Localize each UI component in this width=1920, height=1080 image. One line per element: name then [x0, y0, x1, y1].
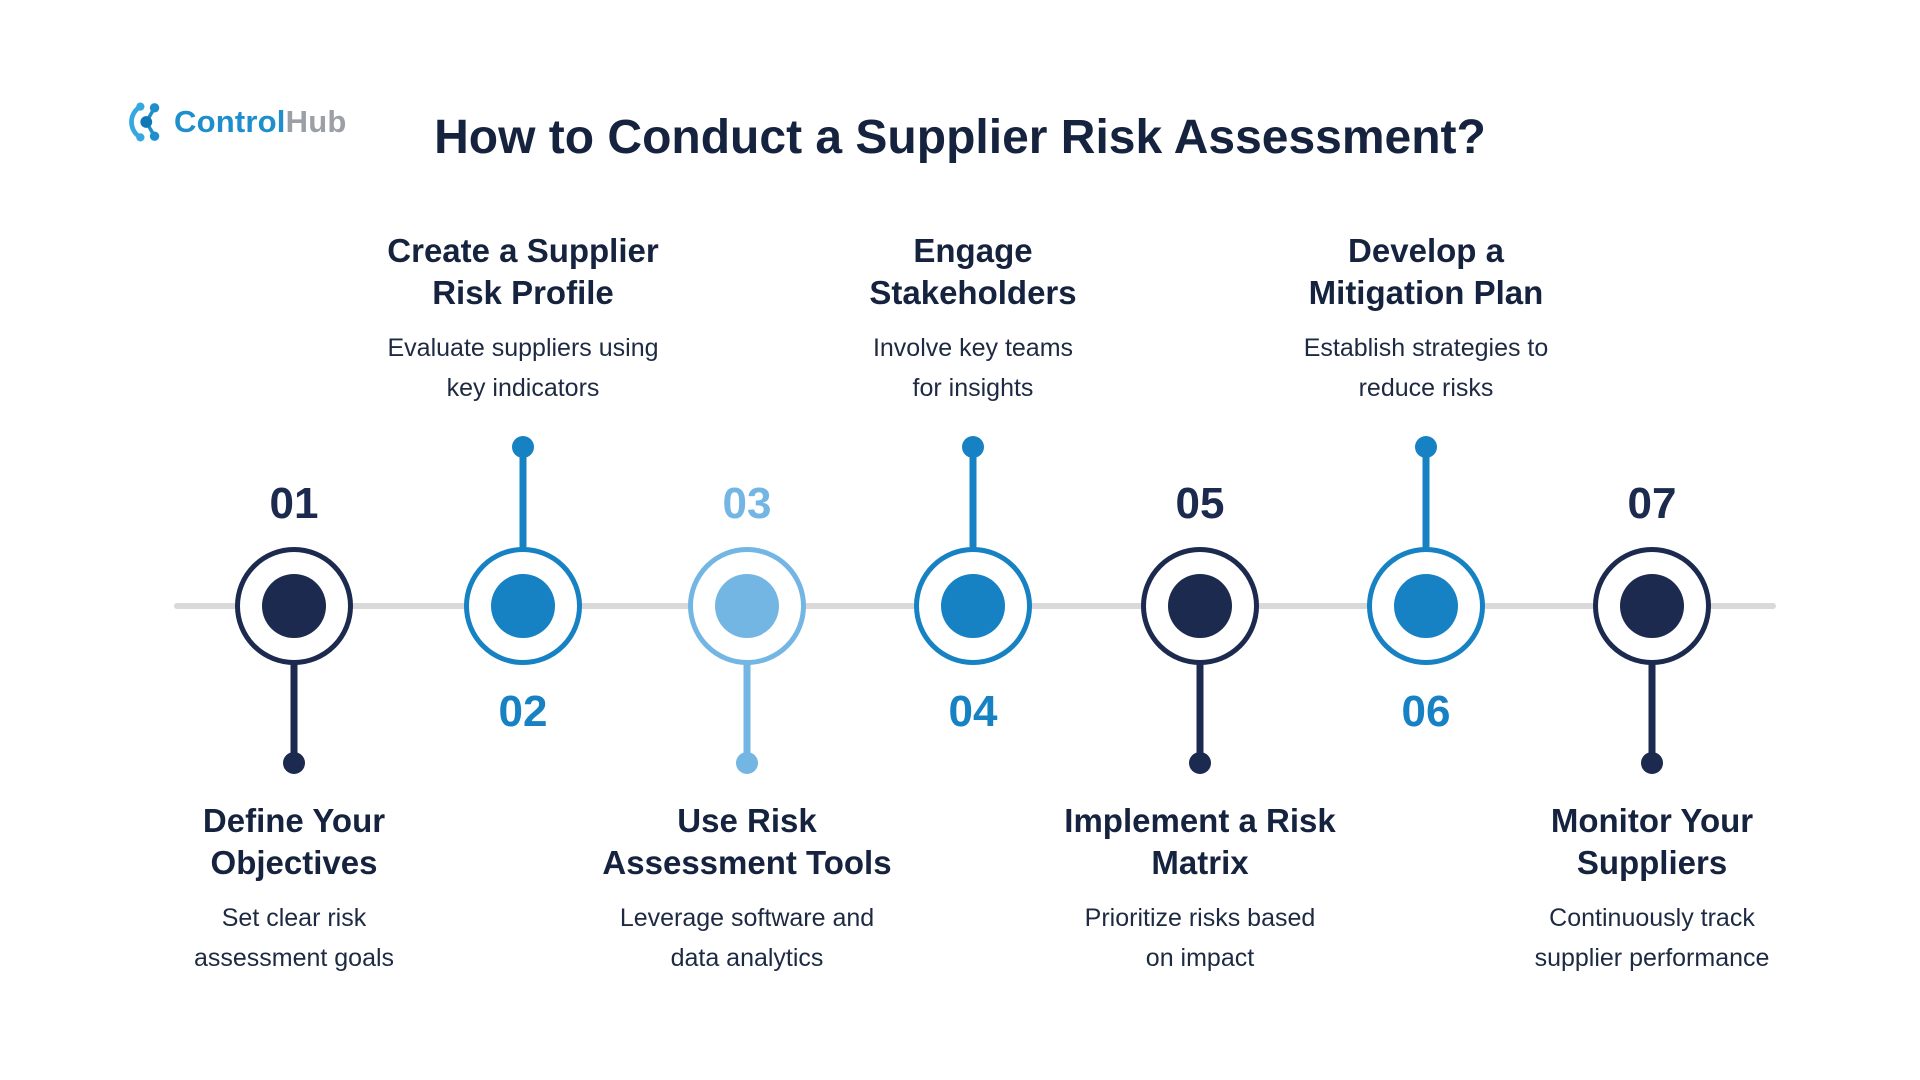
- step-title: Monitor Your Suppliers: [1550, 802, 1754, 881]
- step-description: Involve key teams for insights: [872, 334, 1074, 402]
- step-marker: [1593, 547, 1711, 665]
- step-text-block: Implement a Risk Matrix Prioritize risks…: [1010, 800, 1390, 978]
- step-connector: [519, 450, 527, 550]
- controlhub-logo: ControlHub: [112, 96, 346, 148]
- step-marker-dot: [1168, 574, 1232, 638]
- page-title: How to Conduct a Supplier Risk Assessmen…: [434, 111, 1486, 164]
- step-connector: [1648, 660, 1656, 756]
- step-connector-dot: [1189, 752, 1211, 774]
- step-number: 05: [1175, 479, 1225, 528]
- step-connector-dot: [512, 436, 534, 458]
- step-06: Develop a Mitigation Plan Establish stra…: [1236, 0, 1616, 1080]
- step-title: Engage Stakeholders: [869, 232, 1077, 311]
- step-title: Define Your Objectives: [202, 802, 386, 881]
- step-description: Continuously track supplier performance: [1534, 904, 1770, 972]
- step-title: Create a Supplier Risk Profile: [387, 232, 659, 311]
- controlhub-logo-text: ControlHub: [174, 104, 346, 140]
- step-05: 05 Implement a Risk Matrix Prioritize ri…: [1010, 0, 1390, 1080]
- step-text-block: Engage Stakeholders Involve key teams fo…: [783, 230, 1163, 408]
- step-marker-dot: [262, 574, 326, 638]
- step-text-block: Monitor Your Suppliers Continuously trac…: [1462, 800, 1842, 978]
- step-marker: [1367, 547, 1485, 665]
- step-text-block: Develop a Mitigation Plan Establish stra…: [1236, 230, 1616, 408]
- step-title: Implement a Risk Matrix: [1064, 802, 1336, 881]
- step-description: Set clear risk assessment goals: [193, 904, 395, 972]
- step-marker-dot: [715, 574, 779, 638]
- step-number: 04: [948, 687, 998, 736]
- logo-brand-secondary: Hub: [285, 104, 347, 139]
- step-number: 03: [722, 479, 772, 528]
- step-connector: [290, 660, 298, 756]
- step-07: 07 Monitor Your Suppliers Continuously t…: [1462, 0, 1842, 1080]
- step-connector: [1196, 660, 1204, 756]
- step-description: Establish strategies to reduce risks: [1303, 334, 1549, 402]
- step-03: 03 Use Risk Assessment Tools Leverage so…: [557, 0, 937, 1080]
- step-marker-dot: [491, 574, 555, 638]
- step-number: 01: [269, 479, 319, 528]
- step-marker: [235, 547, 353, 665]
- step-marker-dot: [1620, 574, 1684, 638]
- step-description: Leverage software and data analytics: [619, 904, 875, 972]
- step-connector: [1422, 450, 1430, 550]
- step-number: 07: [1627, 479, 1677, 528]
- step-04: Engage Stakeholders Involve key teams fo…: [783, 0, 1163, 1080]
- step-text-block: Create a Supplier Risk Profile Evaluate …: [333, 230, 713, 408]
- step-connector-dot: [1641, 752, 1663, 774]
- step-connector: [743, 660, 751, 756]
- controlhub-logo-icon: [129, 102, 160, 142]
- step-connector-dot: [283, 752, 305, 774]
- step-number: 02: [498, 687, 548, 736]
- step-text-block: Use Risk Assessment Tools Leverage softw…: [557, 800, 937, 978]
- step-description: Evaluate suppliers using key indicators: [387, 334, 659, 402]
- step-01: 01 Define Your Objectives Set clear risk…: [104, 0, 484, 1080]
- step-marker: [464, 547, 582, 665]
- step-text-block: Define Your Objectives Set clear risk as…: [104, 800, 484, 978]
- step-connector: [969, 450, 977, 550]
- step-connector-dot: [962, 436, 984, 458]
- step-marker: [1141, 547, 1259, 665]
- step-description: Prioritize risks based on impact: [1084, 904, 1316, 972]
- step-marker-dot: [941, 574, 1005, 638]
- step-marker: [688, 547, 806, 665]
- step-connector-dot: [1415, 436, 1437, 458]
- step-marker: [914, 547, 1032, 665]
- logo-brand-primary: Control: [174, 104, 286, 139]
- step-02: Create a Supplier Risk Profile Evaluate …: [333, 0, 713, 1080]
- step-title: Develop a Mitigation Plan: [1308, 232, 1544, 311]
- step-number: 06: [1401, 687, 1451, 736]
- step-marker-dot: [1394, 574, 1458, 638]
- step-title: Use Risk Assessment Tools: [602, 802, 892, 881]
- step-connector-dot: [736, 752, 758, 774]
